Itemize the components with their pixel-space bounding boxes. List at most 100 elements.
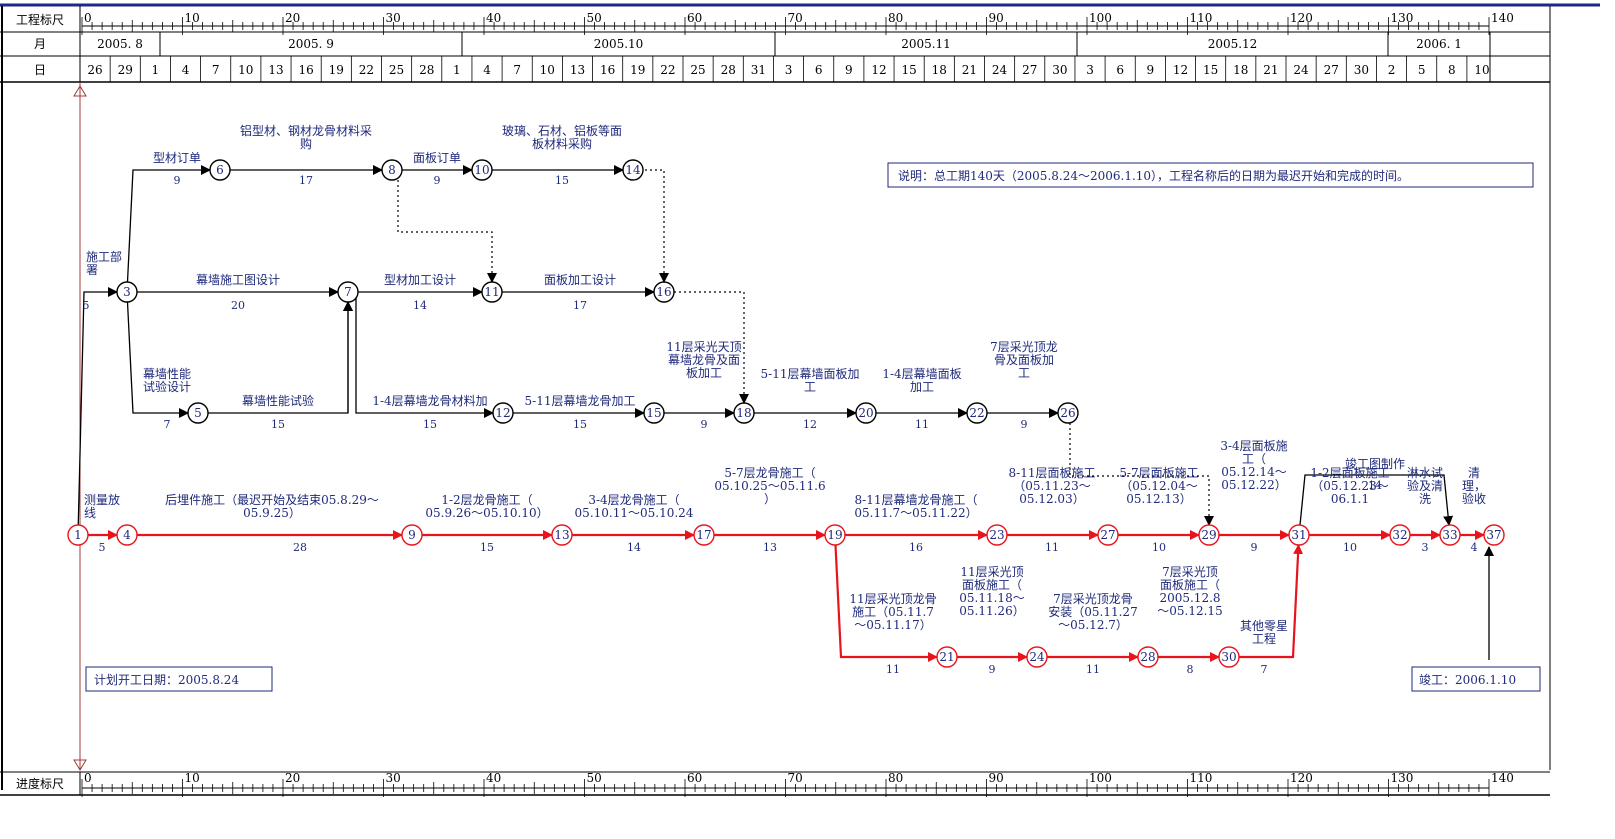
activity-name-9-13: 1-2层龙骨施工（ [441, 493, 532, 507]
node-number: 5 [194, 406, 202, 420]
event-node-21: 21 [936, 646, 958, 668]
node-circle [1218, 646, 1240, 668]
planned-start-text: 计划开工日期：2005.8.24 [94, 673, 239, 687]
node-number: 23 [989, 528, 1004, 542]
activity-name-24-28: 安装（05.11.27 [1048, 604, 1137, 619]
activity-name-13-17: 3-4层龙骨施工（ [588, 493, 679, 507]
day-cell: 16 [600, 63, 615, 77]
activity-name-30-31: 其他零星 [1240, 619, 1288, 633]
activity-name-33-37: 验收 [1462, 491, 1486, 506]
top-scale-tick-100: 100 [1089, 11, 1112, 25]
activity-duration-24-28: 11 [1086, 663, 1100, 676]
description-note: 说明：总工期140天（2005.8.24～2006.1.10），工程名称后的日期… [887, 162, 1534, 188]
node-circle [337, 281, 359, 303]
bottom-scale-label: 进度标尺 [16, 776, 64, 791]
node-number: 10 [474, 163, 489, 177]
node-number: 13 [554, 528, 569, 542]
day-cell: 9 [1147, 63, 1155, 77]
top-scale-tick-120: 120 [1290, 11, 1313, 25]
event-node-3: 3 [116, 281, 138, 303]
top-scale-tick-40: 40 [486, 11, 501, 25]
node-circle [401, 524, 423, 546]
node-circle [986, 524, 1008, 546]
node-circle [187, 402, 209, 424]
node-number: 30 [1221, 650, 1236, 664]
event-node-26: 26 [1057, 402, 1079, 424]
node-number: 15 [646, 406, 661, 420]
activity-duration-12-15: 15 [573, 418, 587, 431]
activity-name-31-32: 1-2层面板施工 [1310, 466, 1389, 480]
activity-name-4-9: 05.9.25） [243, 506, 301, 520]
activity-name-3-5: 试验设计 [143, 379, 191, 394]
activity-name-19-21: ～05.11.17） [854, 618, 931, 632]
activity-name-15-18: 11层采光天顶 [666, 340, 741, 354]
node-number: 37 [1486, 528, 1501, 542]
activity-name-9-13: 05.9.26～05.10.10） [425, 506, 548, 520]
activity-name-28-30: ～05.12.15 [1157, 604, 1222, 618]
node-circle [116, 281, 138, 303]
day-cell: 10 [1474, 63, 1489, 77]
node-number: 1 [74, 528, 82, 542]
event-node-11: 11 [481, 281, 503, 303]
node-number: 8 [388, 163, 396, 177]
node-circle [67, 524, 89, 546]
bottom-scale-tick-120: 120 [1290, 771, 1313, 785]
activity-name-7-11: 型材加工设计 [384, 273, 456, 287]
event-node-16: 16 [653, 281, 675, 303]
activity-duration-3-7: 20 [231, 299, 245, 312]
activity-name-11-16: 面板加工设计 [544, 273, 616, 287]
event-node-23: 23 [986, 524, 1008, 546]
activity-duration-8-10: 9 [434, 174, 441, 187]
activity-duration-11-16: 17 [573, 299, 587, 312]
day-cell: 10 [540, 63, 555, 77]
bottom-scale-tick-70: 70 [788, 771, 803, 785]
description-text: 说明：总工期140天（2005.8.24～2006.1.10），工程名称后的日期… [898, 168, 1409, 183]
activity-duration-9-13: 15 [480, 541, 494, 554]
node-number: 7 [344, 285, 352, 299]
node-circle [471, 159, 493, 181]
activity-duration-1-3: 5 [83, 299, 90, 312]
top-scale-tick-10: 10 [185, 11, 200, 25]
node-number: 22 [969, 406, 984, 420]
bottom-scale-tick-50: 50 [587, 771, 602, 785]
activity-name-19-23: 05.11.7～05.11.22） [854, 506, 977, 520]
node-circle [481, 281, 503, 303]
event-node-14: 14 [622, 159, 644, 181]
day-cell: 4 [182, 63, 190, 77]
event-node-29: 29 [1198, 524, 1220, 546]
activity-name-1-3: 署 [86, 263, 98, 277]
activity-name-8-10: 面板订单 [413, 151, 461, 165]
dummy-dependency [640, 169, 669, 283]
month-cell: 2005.11 [901, 37, 951, 51]
activity-duration-30-31: 7 [1261, 663, 1268, 676]
event-node-37: 37 [1483, 524, 1505, 546]
day-cell: 3 [785, 63, 793, 77]
node-number: 29 [1201, 528, 1216, 542]
activity-name-22-26: 工 [1018, 366, 1030, 380]
bottom-scale-tick-140: 140 [1491, 771, 1514, 785]
activity-name-17-19: ） [764, 492, 776, 506]
activity-name-1-3: 施工部 [86, 249, 122, 264]
activity-name-23-27: 05.12.03） [1019, 492, 1084, 506]
activity-name-27-29: （05.12.04～ [1120, 479, 1197, 493]
day-cell: 3 [1086, 63, 1094, 77]
top-scale-tick-20: 20 [285, 11, 300, 25]
event-node-20: 20 [855, 402, 877, 424]
dummy-dependency [674, 291, 749, 404]
top-scale-tick-110: 110 [1190, 11, 1213, 25]
activity-name-18-20: 5-11层幕墙面板加 [761, 367, 860, 381]
node-number: 33 [1442, 528, 1457, 542]
event-node-19: 19 [824, 524, 846, 546]
activity-name-1-4: 线 [84, 506, 96, 520]
node-circle [1137, 646, 1159, 668]
day-cell: 30 [1052, 63, 1067, 77]
node-number: 6 [216, 163, 224, 177]
node-circle [1057, 402, 1079, 424]
node-number: 24 [1029, 650, 1045, 664]
activity-name-24-28: ～05.12.7） [1058, 618, 1128, 632]
activity-name-18-20: 工 [804, 380, 816, 394]
node-circle [1026, 646, 1048, 668]
node-circle [551, 524, 573, 546]
activity-duration-7-11: 14 [413, 299, 427, 312]
